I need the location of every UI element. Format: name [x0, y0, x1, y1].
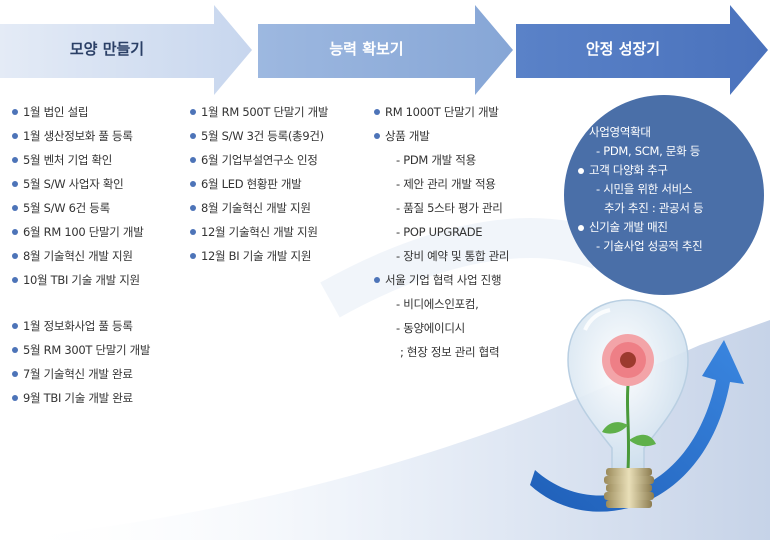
list-item: RM 1000T 단말기 개발 [374, 100, 509, 124]
list-item: 10월 TBI 기술 개발 지원 [12, 268, 150, 292]
bullet-icon [12, 229, 18, 235]
list-item: 신기술 개발 매진 [578, 218, 768, 237]
bullet-icon [12, 205, 18, 211]
bullet-icon [12, 109, 18, 115]
list-subitem: - PDM, SCM, 문화 등 [596, 144, 700, 158]
list-item: 6월 기업부설연구소 인정 [190, 148, 328, 172]
list-item: 6월 LED 현황판 개발 [190, 172, 328, 196]
bullet-icon [578, 129, 584, 136]
list-item: 9월 TBI 기술 개발 완료 [12, 386, 150, 410]
bullet-icon [12, 371, 18, 377]
flower [602, 334, 656, 471]
list-item: 5월 S/W 6건 등록 [12, 196, 150, 220]
bullet-icon [12, 323, 18, 329]
list-item: 고객 다양화 추구 [578, 161, 768, 180]
list-subitem: - 비디에스인포컴, [396, 297, 479, 311]
bullet-icon [374, 109, 380, 115]
list-item: 8월 기술혁신 개발 지원 [12, 244, 150, 268]
list-item: 1월 정보화사업 풀 등록 [12, 314, 150, 338]
list-subitem: 추가 추진 : 관공서 등 [604, 201, 704, 215]
list-item: 7월 기술혁신 개발 완료 [12, 362, 150, 386]
list-subitem: - PDM 개발 적용 [396, 153, 476, 167]
bulb-highlight [583, 308, 611, 331]
list-subitem: - 장비 예약 및 통합 관리 [396, 249, 510, 263]
bullet-icon [374, 133, 380, 139]
bullet-icon [578, 167, 584, 174]
phase1-arrow [0, 5, 252, 95]
list-item: 상품 개발 [374, 124, 509, 148]
list-subitem: - 제안 관리 개발 적용 [396, 177, 496, 191]
list-item: 5월 RM 300T 단말기 개발 [12, 338, 151, 362]
bullet-icon [12, 133, 18, 139]
list-item: 1월 법인 설립 [12, 100, 150, 124]
goals-circle [564, 95, 764, 295]
list-subitem: - 품질 5스타 평가 관리 [396, 201, 503, 215]
bullet-icon [190, 229, 196, 235]
list-item: 6월 RM 100 단말기 개발 [12, 220, 150, 244]
list-subitem: - POP UPGRADE [396, 225, 483, 239]
bullet-icon [12, 347, 18, 353]
bullet-icon [190, 205, 196, 211]
bullet-icon [12, 181, 18, 187]
phase1-list: 1월 법인 설립 1월 생산정보화 풀 등록 5월 벤처 기업 확인 5월 S/… [12, 100, 151, 410]
phase2-list: 1월 RM 500T 단말기 개발 5월 S/W 3건 등록(총9건) 6월 기… [190, 100, 329, 268]
phase2-plan-list: RM 1000T 단말기 개발 상품 개발 - PDM 개발 적용 - 제안 관… [374, 100, 509, 364]
list-item: 12월 BI 기술 개발 지원 [190, 244, 328, 268]
bullet-icon [190, 133, 196, 139]
bullet-icon [190, 109, 196, 115]
list-subitem: - 동양에이디시 [396, 321, 465, 335]
list-item: 8월 기술혁신 개발 지원 [190, 196, 328, 220]
phase3-arrow [516, 5, 768, 95]
phase3-title: 안정 성장기 [585, 40, 661, 58]
bullet-icon [190, 157, 196, 163]
bullet-icon [12, 253, 18, 259]
bullet-icon [12, 277, 18, 283]
list-subitem: ; 현장 정보 관리 협력 [400, 345, 500, 359]
growth-arrow [530, 340, 744, 512]
bullet-icon [12, 395, 18, 401]
list-item: 5월 S/W 사업자 확인 [12, 172, 150, 196]
light-streak [320, 218, 608, 318]
swoosh-band [0, 320, 770, 540]
bullet-icon [190, 181, 196, 187]
bullet-icon [578, 224, 584, 231]
list-item: 5월 벤처 기업 확인 [12, 148, 150, 172]
list-item: 12월 기술혁신 개발 지원 [190, 220, 328, 244]
bullet-icon [12, 157, 18, 163]
phase1-title: 모양 만들기 [69, 40, 145, 58]
phase3-list: 사업영역확대 - PDM, SCM, 문화 등 고객 다양화 추구 - 시민을 … [578, 123, 768, 256]
list-item: 1월 생산정보화 풀 등록 [12, 124, 150, 148]
list-item: 서울 기업 협력 사업 진행 [374, 268, 509, 292]
list-subitem: - 시민을 위한 서비스 [596, 182, 693, 196]
list-item: 5월 S/W 3건 등록(총9건) [190, 124, 328, 148]
bullet-icon [374, 277, 380, 283]
phase2-arrow [258, 5, 513, 95]
phase2-title: 능력 확보기 [329, 40, 404, 58]
bullet-icon [190, 253, 196, 259]
bulb-base-coins [604, 468, 654, 508]
list-item: 1월 RM 500T 단말기 개발 [190, 100, 329, 124]
list-item: 사업영역확대 [578, 123, 768, 142]
list-subitem: - 기술사업 성공적 추진 [596, 239, 703, 253]
